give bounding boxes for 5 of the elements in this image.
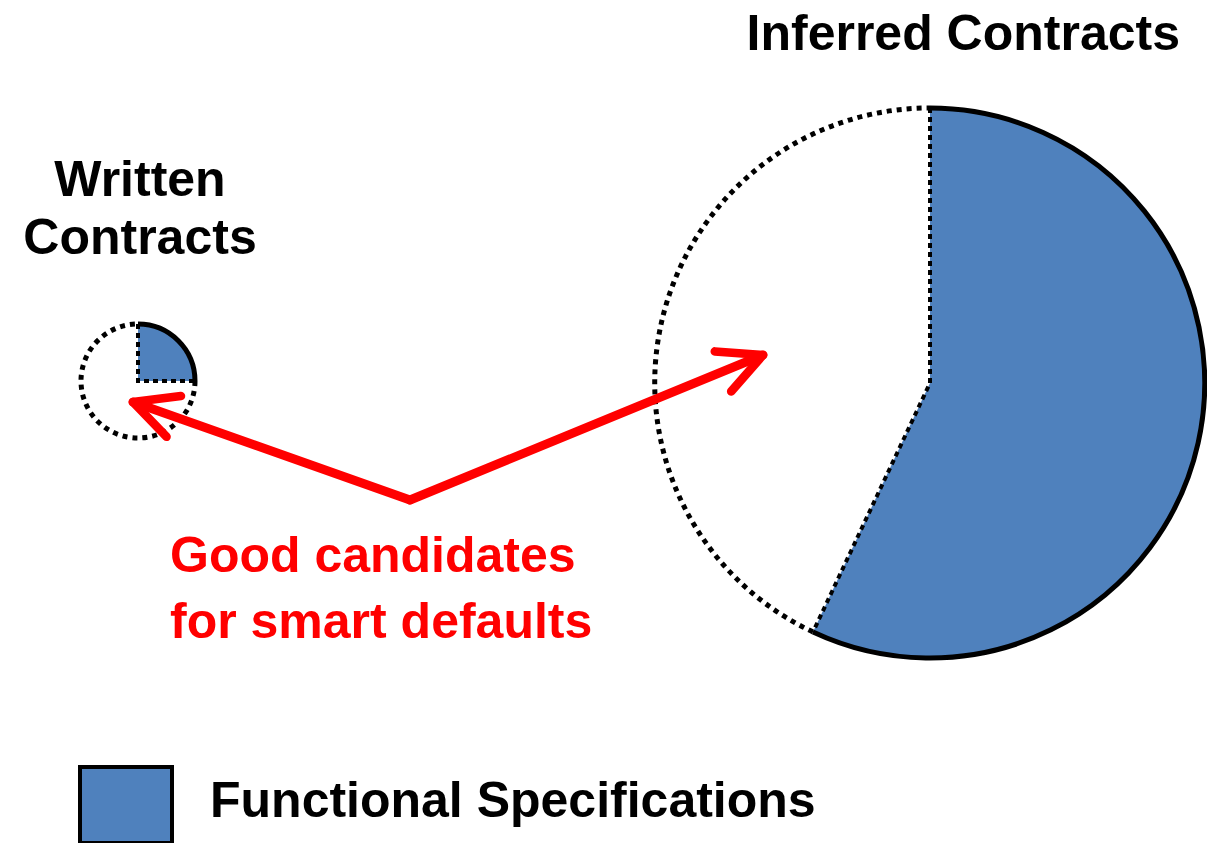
heading: Written Contracts — [22, 150, 258, 266]
arrow — [405, 347, 768, 505]
legend-label: Functional Specifications — [210, 771, 816, 829]
heading: Inferred Contracts — [745, 4, 1180, 62]
callout-text: Good candidates for smart defaults — [170, 526, 594, 651]
